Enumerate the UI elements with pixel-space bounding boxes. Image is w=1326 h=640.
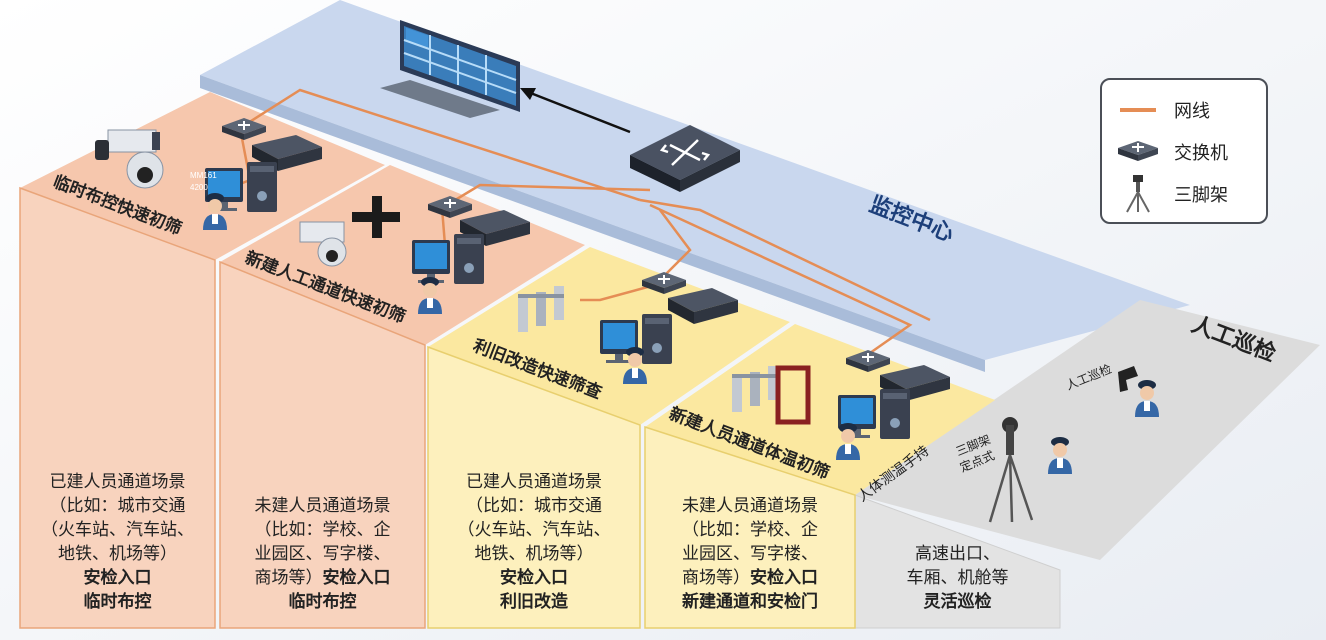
box-bold-text: 安检入口 [322,568,391,588]
core-switch [630,125,740,192]
box-bold-line: 安检入口 [500,568,568,588]
box-bold-line: 利旧改造 [500,592,568,612]
scenario-box-3: 已建人员通道场景 （比如：城市交通 （火车站、汽车站、 地铁、机场等） 安检入口… [428,440,640,628]
box-text: 商场等） [682,568,750,588]
box-text: 商场等） [254,568,323,588]
box-bold-line: 灵活巡检 [923,592,992,612]
zone-4-front [644,425,856,629]
diagram-label: 4200 [190,183,208,192]
zone-2-top [220,165,585,345]
zone-1-front [19,186,216,629]
tripod-icon [1126,175,1150,213]
switch-icon [1118,141,1158,161]
tripod-device [988,417,1034,523]
box-line: 已建人员通道场景 [466,472,602,492]
box-line: （比如：城市交通 [49,496,186,516]
legend-item-tripod: 三脚架 [1102,174,1270,214]
zone-2-front [219,260,426,629]
box-line: 业园区、写字楼、 [254,544,391,564]
box-line: 地铁、机场等） [58,544,177,564]
box-line: 地铁、机场等） [474,544,594,564]
box-bold-text: 安检入口 [750,568,818,588]
diagram-label: MM161 [190,171,217,180]
scenario-box-4: 未建人员通道场景 （比如：学校、企 业园区、写字楼、 商场等）安检入口 新建通道… [645,470,855,628]
zone-1-camera [95,129,164,189]
box-line: 未建人员通道场景 [254,496,391,516]
box-line: 已建人员通道场景 [49,472,186,492]
box-line: （比如：学校、企 [682,520,818,540]
box-bold-line: 临时布控 [83,592,152,612]
box-line: （比如：城市交通 [466,496,602,516]
legend-item-switch: 交换机 [1102,132,1270,172]
zone-2-camera [299,196,400,267]
legend-label: 交换机 [1174,143,1228,164]
box-line: 车厢、机舱等 [906,568,1009,588]
box-line: 高速出口、 [915,544,1000,564]
zone-3-front [427,345,641,629]
network-line-icon [1120,108,1156,112]
box-mixed-line: 商场等）安检入口 [682,566,818,590]
patrol-zone-top [855,300,1320,560]
box-line: （比如：学校、企 [254,520,391,540]
box-line: （火车站、汽车站、 [41,520,194,540]
scenario-box-5: 高速出口、 车厢、机舱等 灵活巡检 [855,520,1060,628]
box-line: （火车站、汽车站、 [457,520,611,540]
legend-label: 三脚架 [1174,185,1228,206]
zone-1-top [20,92,385,260]
video-wall [380,20,520,118]
handheld-gun [1118,366,1138,392]
box-bold-line: 新建通道和安检门 [682,592,818,612]
zone-4-top [645,324,995,495]
box-line: 业园区、写字楼、 [682,544,818,564]
legend: 网线 交换机 三脚架 [1100,78,1268,224]
box-line: 未建人员通道场景 [682,496,818,516]
legend-label: 网线 [1174,101,1210,122]
box-bold-line: 临时布控 [288,592,357,612]
box-bold-line: 安检入口 [83,568,152,588]
legend-item-network: 网线 [1102,90,1270,130]
scenario-box-2: 未建人员通道场景 （比如：学校、企 业园区、写字楼、 商场等）安检入口 临时布控 [220,440,425,628]
box-mixed-line: 商场等）安检入口 [255,566,391,590]
scenario-box-1: 已建人员通道场景 （比如：城市交通 （火车站、汽车站、 地铁、机场等） 安检入口… [20,440,215,628]
